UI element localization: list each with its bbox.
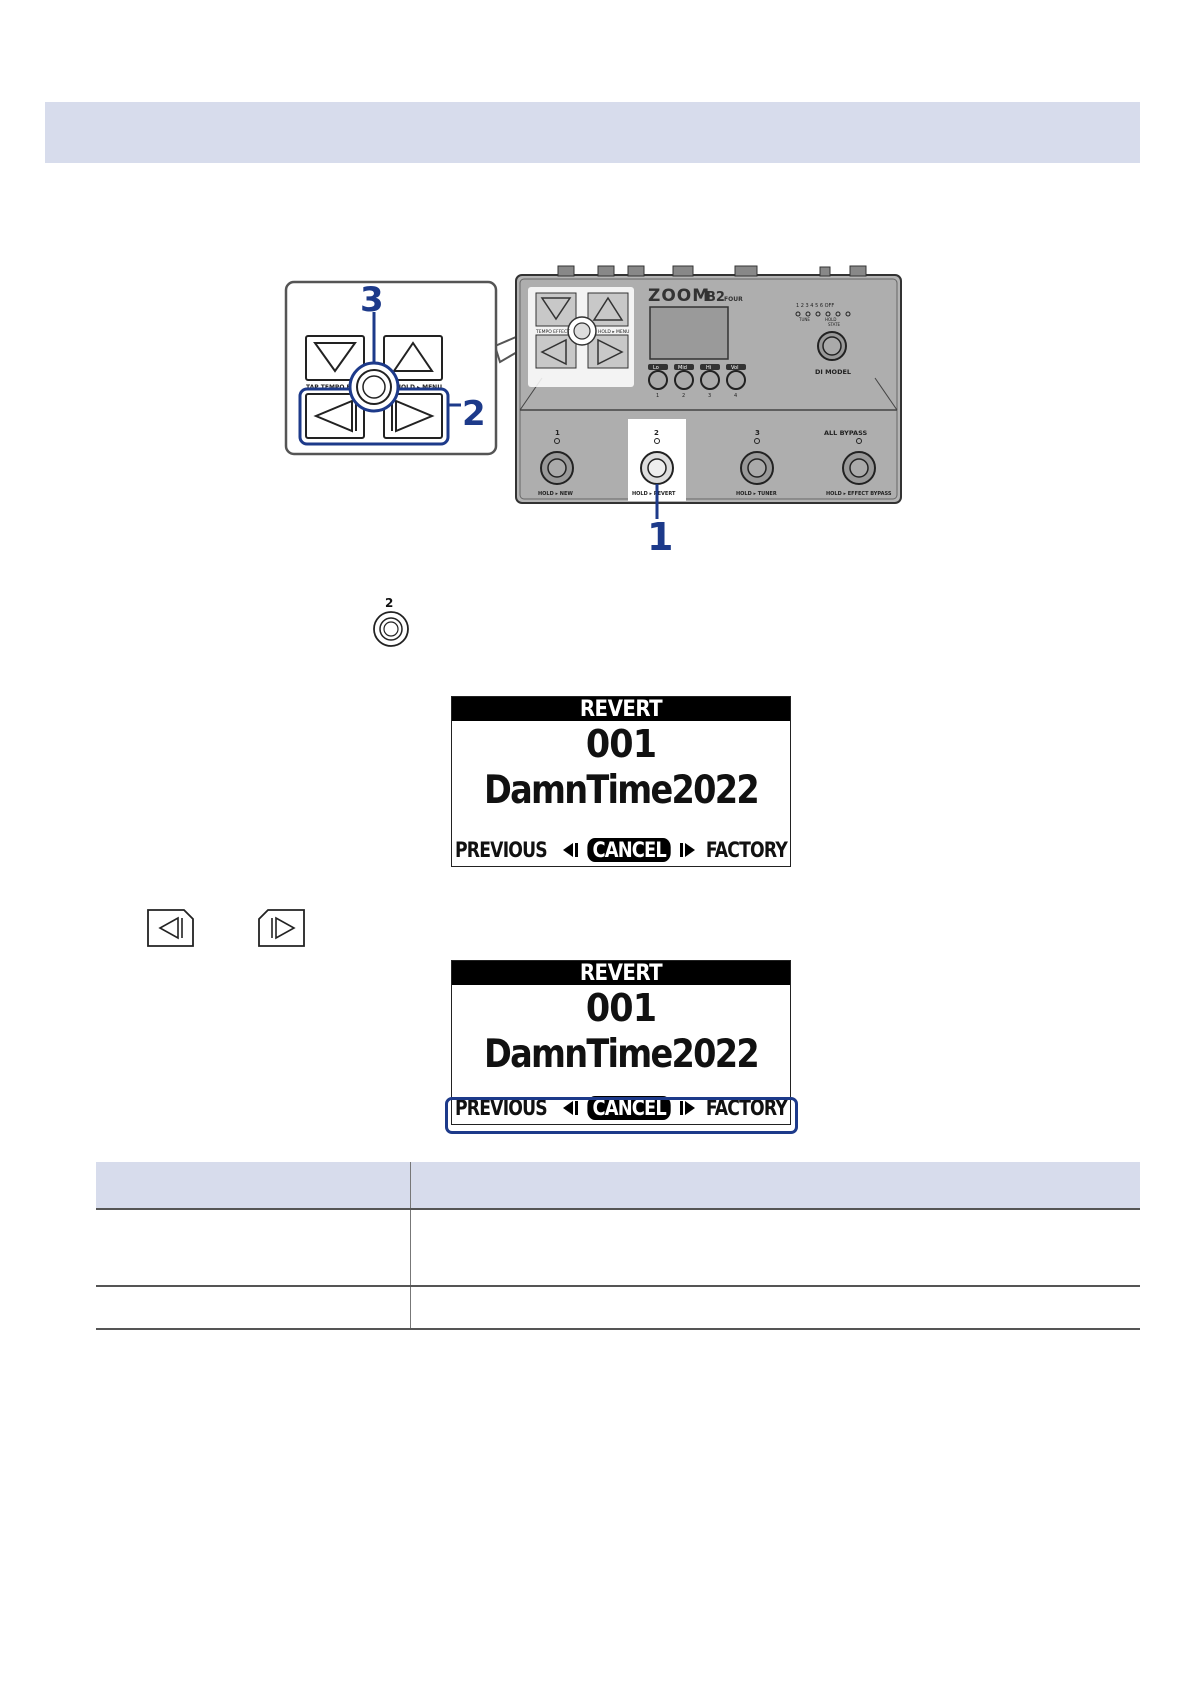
- option-previous[interactable]: PREVIOUS: [455, 1096, 548, 1120]
- svg-text:1: 1: [555, 429, 560, 437]
- left-bar-icon: [575, 843, 578, 857]
- inset-right-button[interactable]: [383, 393, 443, 439]
- patch-name: DamnTime2022: [483, 768, 760, 813]
- callout-2: 2: [462, 394, 486, 434]
- svg-text:HOLD ▸ MENU: HOLD ▸ MENU: [598, 329, 629, 335]
- svg-text:2: 2: [654, 429, 659, 437]
- left-bar-icon: [575, 1101, 578, 1115]
- table-cell: [96, 1209, 411, 1287]
- svg-text:1: 1: [656, 393, 659, 399]
- option-cancel[interactable]: CANCEL: [587, 838, 672, 862]
- inset-center-button[interactable]: [348, 361, 400, 413]
- patch-number: 001: [585, 986, 657, 1030]
- svg-text:Vol: Vol: [731, 365, 738, 371]
- table-cell: [96, 1286, 411, 1330]
- svg-text:TEMPO EFFECT: TEMPO EFFECT: [535, 329, 570, 335]
- footswitch-3[interactable]: 3 HOLD ▸ TUNER: [736, 429, 777, 497]
- svg-text:HOLD ▸ NEW: HOLD ▸ NEW: [538, 491, 573, 497]
- screen-title: REVERT: [452, 961, 790, 986]
- svg-text:3: 3: [708, 393, 711, 399]
- svg-text:3: 3: [755, 429, 760, 437]
- patch-name: DamnTime2022: [483, 1032, 760, 1077]
- device-nav-buttons: TEMPO EFFECT HOLD ▸ MENU: [528, 287, 634, 387]
- callout-1: 1: [647, 515, 674, 559]
- svg-text:HOLD ▸ EFFECT BYPASS: HOLD ▸ EFFECT BYPASS: [826, 491, 892, 497]
- device-display: [649, 306, 729, 360]
- left-button-icon: [147, 909, 194, 947]
- svg-text:STATE: STATE: [828, 322, 841, 327]
- option-cancel[interactable]: CANCEL: [587, 1096, 672, 1120]
- option-factory[interactable]: FACTORY: [705, 1096, 788, 1120]
- option-cancel-group: CANCEL: [563, 837, 696, 863]
- svg-text:Lo: Lo: [653, 365, 659, 371]
- footswitch-all-bypass[interactable]: ALL BYPASS HOLD ▸ EFFECT BYPASS: [824, 429, 892, 497]
- parameter-knobs: Lo Mid Hi Vol 1 2 3 4: [648, 364, 746, 399]
- inset-up-button[interactable]: [383, 335, 443, 381]
- table-cell: [410, 1286, 1140, 1330]
- di-model-section: 1 2 3 4 5 6 OFF TUNE HOLD STATE DI MODEL: [795, 303, 851, 376]
- left-arrow-icon: [563, 843, 573, 857]
- svg-text:Mid: Mid: [678, 365, 687, 371]
- right-arrow-icon: [685, 1101, 696, 1115]
- left-arrow-icon: [563, 1101, 573, 1115]
- svg-text:HOLD ▸ TUNER: HOLD ▸ TUNER: [736, 491, 777, 497]
- footswitch-2-icon: 2: [371, 596, 411, 647]
- screen-title: REVERT: [452, 697, 790, 722]
- svg-text:Hi: Hi: [706, 365, 711, 371]
- callout-3: 3: [360, 280, 384, 320]
- device-illustration: TAP TEMPO EFFECT HOLD ▸ MENU: [284, 265, 902, 519]
- patch-number: 001: [585, 722, 657, 766]
- revert-screen: REVERT 001 DamnTime2022 PREVIOUS CANCEL …: [451, 696, 791, 867]
- revert-options: PREVIOUS CANCEL FACTORY: [452, 835, 790, 865]
- revert-options: PREVIOUS CANCEL FACTORY: [452, 1093, 790, 1123]
- svg-text:4: 4: [734, 393, 737, 399]
- inset-left-button[interactable]: [305, 393, 365, 439]
- right-button-icon: [258, 909, 305, 947]
- svg-text:HOLD: HOLD: [825, 317, 836, 322]
- svg-text:HOLD ▸ REVERT: HOLD ▸ REVERT: [632, 491, 676, 497]
- options-highlight: [445, 1097, 798, 1134]
- svg-text:2: 2: [682, 393, 685, 399]
- option-factory[interactable]: FACTORY: [705, 838, 788, 862]
- table-row: [96, 1286, 1140, 1330]
- table-header-description: [410, 1162, 1140, 1210]
- brand-logo: ZOOM: [648, 286, 710, 306]
- option-cancel-group: CANCEL: [563, 1095, 696, 1121]
- table-cell: [410, 1209, 1140, 1287]
- svg-text:1 2 3 4 5 6 OFF: 1 2 3 4 5 6 OFF: [796, 303, 834, 309]
- table-header-row: [96, 1162, 1140, 1210]
- option-previous[interactable]: PREVIOUS: [455, 838, 548, 862]
- svg-text:ALL BYPASS: ALL BYPASS: [824, 429, 867, 437]
- options-table: [96, 1162, 1140, 1330]
- right-arrow-icon: [685, 843, 696, 857]
- footswitch-1[interactable]: 1 HOLD ▸ NEW: [538, 429, 574, 497]
- table-header-option: [96, 1162, 411, 1210]
- footswitch-2-icon-number: 2: [385, 596, 394, 610]
- section-header-band: [45, 102, 1140, 163]
- svg-text:TUNE: TUNE: [798, 317, 810, 322]
- inset-down-button[interactable]: [305, 335, 365, 381]
- model-suffix-label: FOUR: [724, 296, 743, 303]
- table-row: [96, 1209, 1140, 1287]
- right-bar-icon: [680, 843, 684, 857]
- model-label: B2: [706, 290, 725, 305]
- right-bar-icon: [680, 1101, 684, 1115]
- svg-text:DI MODEL: DI MODEL: [815, 368, 851, 376]
